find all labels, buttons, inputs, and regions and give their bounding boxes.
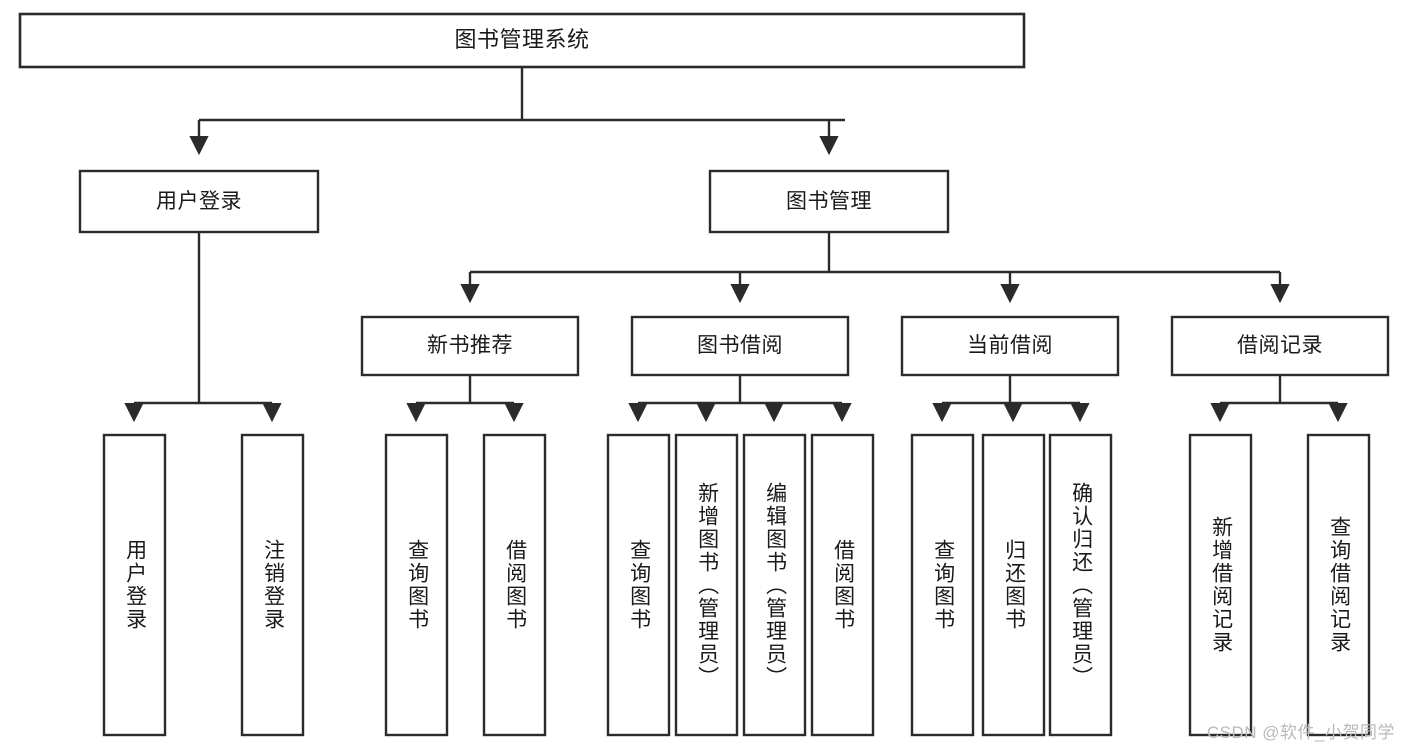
node-new-book-rec-label: 新书推荐 xyxy=(427,334,513,358)
leaf-box-edit-book[interactable] xyxy=(742,433,807,737)
leaf-box-return-book[interactable] xyxy=(981,433,1046,737)
leaf-box-logout[interactable] xyxy=(240,433,305,737)
leaf-box-query-book-rec[interactable] xyxy=(384,433,449,737)
leaf-label-query-book-bw: 查询图书 xyxy=(627,539,651,631)
leaf-label-edit-book: 编辑图书（管理员） xyxy=(763,481,787,689)
leaf-box-confirm-return[interactable] xyxy=(1048,433,1113,737)
leaf-box-query-book-cur[interactable] xyxy=(910,433,975,737)
leaf-label-borrow-book-bw: 借阅图书 xyxy=(831,539,855,631)
leaf-box-query-record[interactable] xyxy=(1306,433,1371,737)
leaf-label-logout: 注销登录 xyxy=(261,539,285,631)
node-book-manage-box[interactable] xyxy=(708,169,950,234)
node-current-borrow-label: 当前借阅 xyxy=(967,334,1053,358)
leaf-label-add-record: 新增借阅记录 xyxy=(1209,516,1233,654)
node-user-login-label: 用户登录 xyxy=(156,189,242,213)
leaf-box-borrow-book-bw[interactable] xyxy=(810,433,875,737)
connector-group-new-book-rec xyxy=(406,375,524,423)
leaf-label-user-login: 用户登录 xyxy=(123,539,147,631)
connector-group-root xyxy=(189,67,845,156)
node-borrow-record-label: 借阅记录 xyxy=(1237,334,1323,358)
node-user-login-box[interactable] xyxy=(78,169,320,234)
leaf-label-confirm-return: 确认归还（管理员） xyxy=(1069,481,1093,689)
leaf-box-borrow-book-rec[interactable] xyxy=(482,433,547,737)
connector-group-current-borrow xyxy=(932,375,1090,423)
node-borrow-record-box[interactable] xyxy=(1170,315,1390,377)
node-current-borrow-box[interactable] xyxy=(900,315,1120,377)
leaf-box-user-login[interactable] xyxy=(102,433,167,737)
leaf-label-query-record: 查询借阅记录 xyxy=(1327,516,1351,654)
connector-group-book-manage xyxy=(460,232,1290,304)
node-root-label: 图书管理系统 xyxy=(454,27,590,53)
leaf-box-add-record[interactable] xyxy=(1188,433,1253,737)
leaf-label-query-book-rec: 查询图书 xyxy=(405,539,429,631)
node-book-manage-label: 图书管理 xyxy=(786,189,872,213)
connector-group-borrow-record xyxy=(1210,375,1348,423)
leaf-box-query-book-bw[interactable] xyxy=(606,433,671,737)
node-book-borrow-label: 图书借阅 xyxy=(697,334,783,358)
csdn-watermark: CSDN @软件_小贺同学 xyxy=(1206,723,1395,742)
node-new-book-rec-box[interactable] xyxy=(360,315,580,377)
leaf-box-add-book[interactable] xyxy=(674,433,739,737)
leaf-label-add-book: 新增图书（管理员） xyxy=(695,481,719,689)
connector-group-book-borrow xyxy=(628,375,852,423)
leaf-label-query-book-cur: 查询图书 xyxy=(931,539,955,631)
connector-group-user-login xyxy=(124,232,282,423)
leaf-label-borrow-book-rec: 借阅图书 xyxy=(503,539,527,631)
leaf-label-return-book: 归还图书 xyxy=(1002,539,1026,631)
node-root-box[interactable] xyxy=(18,12,1026,69)
node-book-borrow-box[interactable] xyxy=(630,315,850,377)
